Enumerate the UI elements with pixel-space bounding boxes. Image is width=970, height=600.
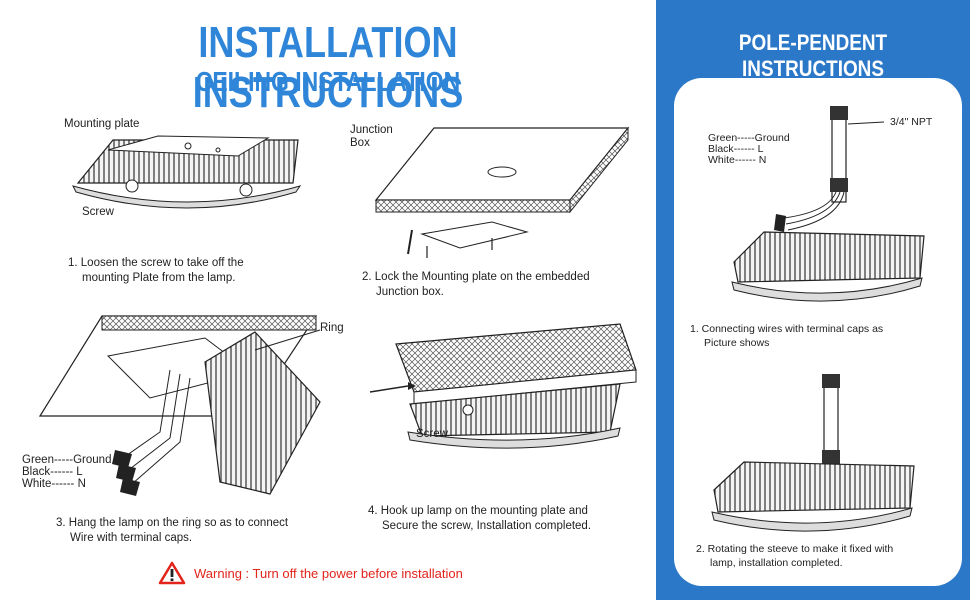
wire-black: Black------ L — [22, 466, 83, 478]
step-4-text: 4. Hook up lamp on the mounting plate an… — [368, 505, 592, 532]
step-1-text: 1. Loosen the screw to take off the moun… — [68, 257, 244, 284]
label-mounting-plate: Mounting plate — [64, 118, 140, 130]
step-3-text: 3. Hang the lamp on the ring so as to co… — [56, 517, 289, 544]
warning-icon — [158, 561, 186, 585]
pendent-step-1-text: 1. Connecting wires with terminal caps a… — [690, 323, 884, 349]
pendent-step-2-text: 2. Rotating the steeve to make it fixed … — [696, 543, 894, 569]
page-subtitle: CEILING INSTALLATION — [195, 66, 461, 97]
pendent-figure-2 — [711, 374, 915, 532]
label-junction: Junction — [350, 124, 393, 136]
ceiling-panel: INSTALLATION INSTRUCTIONS CEILING INSTAL… — [22, 18, 637, 585]
wire-green: Green-----Ground — [22, 454, 112, 466]
figure-4-mounted-lamp — [369, 323, 637, 449]
wire-white: White------ N — [22, 478, 86, 490]
warning: Warning : Turn off the power before inst… — [158, 561, 463, 585]
figure-3-hang-lamp — [38, 315, 321, 496]
warning-text: Warning : Turn off the power before inst… — [194, 565, 463, 581]
pendent-panel: POLE-PENDENT INSTRUCTIONS 3/4" NPT Green… — [656, 0, 970, 600]
pendent-figure-1 — [731, 106, 925, 302]
label-screw-2: Screw — [416, 428, 448, 440]
pendent-wire-green: Green-----Ground — [708, 132, 790, 144]
pendent-card: 3/4" NPT Green-----Ground Black------ L … — [674, 78, 962, 586]
pendent-title: POLE-PENDENT INSTRUCTIONS — [738, 30, 888, 81]
page-title: INSTALLATION INSTRUCTIONS — [192, 18, 464, 117]
label-box: Box — [350, 137, 370, 149]
step-2-text: 2. Lock the Mounting plate on the embedd… — [362, 271, 590, 298]
figure-1-lamp — [72, 135, 302, 209]
figure-2-junction-box — [374, 126, 630, 258]
pendent-wire-white: White------ N — [708, 154, 767, 166]
pendent-npt-label: 3/4" NPT — [890, 116, 933, 128]
label-screw: Screw — [82, 206, 114, 218]
pendent-wire-black: Black------ L — [708, 143, 764, 155]
label-ring: Ring — [320, 322, 344, 334]
